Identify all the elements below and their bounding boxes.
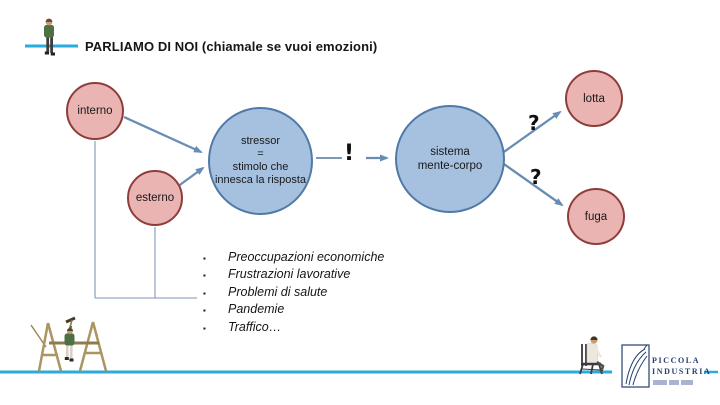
logo-sail-icon xyxy=(621,344,650,388)
bullet-marker: ▪ xyxy=(203,254,206,263)
bullet-text: Traffico… xyxy=(228,319,282,334)
interno-label: interno xyxy=(77,105,113,117)
fuga-label: fuga xyxy=(584,210,608,223)
diagram-arrows xyxy=(123,110,564,207)
stressor-label-line3: stimolo che xyxy=(232,161,289,173)
worker-icon xyxy=(64,316,76,362)
bullet-text: Problemi di salute xyxy=(228,284,328,299)
stressor-label-line2: = xyxy=(257,147,264,160)
bullet-marker: ▪ xyxy=(203,306,206,316)
stressor-label-line4: innesca la risposta xyxy=(214,174,307,187)
seated-person-icon xyxy=(579,336,605,375)
list-item: ▪ Problemi di salute xyxy=(203,285,384,302)
stressor-label-line1: stressor xyxy=(240,134,281,147)
esterno-label: esterno xyxy=(135,192,175,204)
lotta-circle: lotta xyxy=(565,70,623,127)
bullet-text: Pandemie xyxy=(228,302,285,317)
fuga-circle: fuga xyxy=(567,188,625,245)
sistema-label-line1: sistema xyxy=(430,145,470,158)
question-mark-bottom: ? xyxy=(530,165,542,189)
arrow-esterno-stressor xyxy=(176,166,205,188)
logo-line1: PICCOLA xyxy=(652,356,701,365)
list-item: ▪ Traffico… xyxy=(203,320,384,337)
esterno-circle: esterno xyxy=(127,170,183,226)
stressor-circle: stressor = stimolo che innesca la rispos… xyxy=(208,107,313,215)
bullet-text: Frustrazioni lavorative xyxy=(228,267,351,282)
logo-subtext-smudge xyxy=(653,380,693,385)
construction-scene-icon xyxy=(30,316,108,372)
interno-circle: interno xyxy=(66,82,124,140)
trestle-right-icon xyxy=(78,321,108,372)
exclamation-mark: ! xyxy=(344,141,355,166)
list-item: ▪ Preoccupazioni economiche xyxy=(203,250,384,267)
bullet-marker: ▪ xyxy=(203,323,206,333)
bullet-text: Preoccupazioni economiche xyxy=(228,250,385,264)
list-item: ▪ Frustrazioni lavorative xyxy=(203,267,384,284)
sitting-person-icon xyxy=(44,18,55,56)
bullet-list: ▪ Preoccupazioni economiche ▪ Frustrazio… xyxy=(203,250,384,337)
trestle-left-icon xyxy=(37,322,63,372)
list-item: ▪ Pandemie xyxy=(203,302,384,319)
bracket-lines xyxy=(94,141,197,299)
slide-title: PARLIAMO DI NOI (chiamale se vuoi emozio… xyxy=(85,39,378,54)
arrow-sistema-lotta xyxy=(500,110,562,155)
question-mark-top: ? xyxy=(528,111,540,135)
arrow-interno-stressor xyxy=(123,115,203,154)
sistema-label-line2: mente-corpo xyxy=(417,160,483,172)
sistema-circle: sistema mente-corpo xyxy=(395,105,505,213)
arrow-sistema-fuga xyxy=(500,161,564,207)
bullet-marker: ▪ xyxy=(203,288,206,298)
bullet-marker: ▪ xyxy=(203,271,206,281)
lotta-label: lotta xyxy=(583,92,605,105)
logo-line2: INDUSTRIA xyxy=(652,367,712,376)
